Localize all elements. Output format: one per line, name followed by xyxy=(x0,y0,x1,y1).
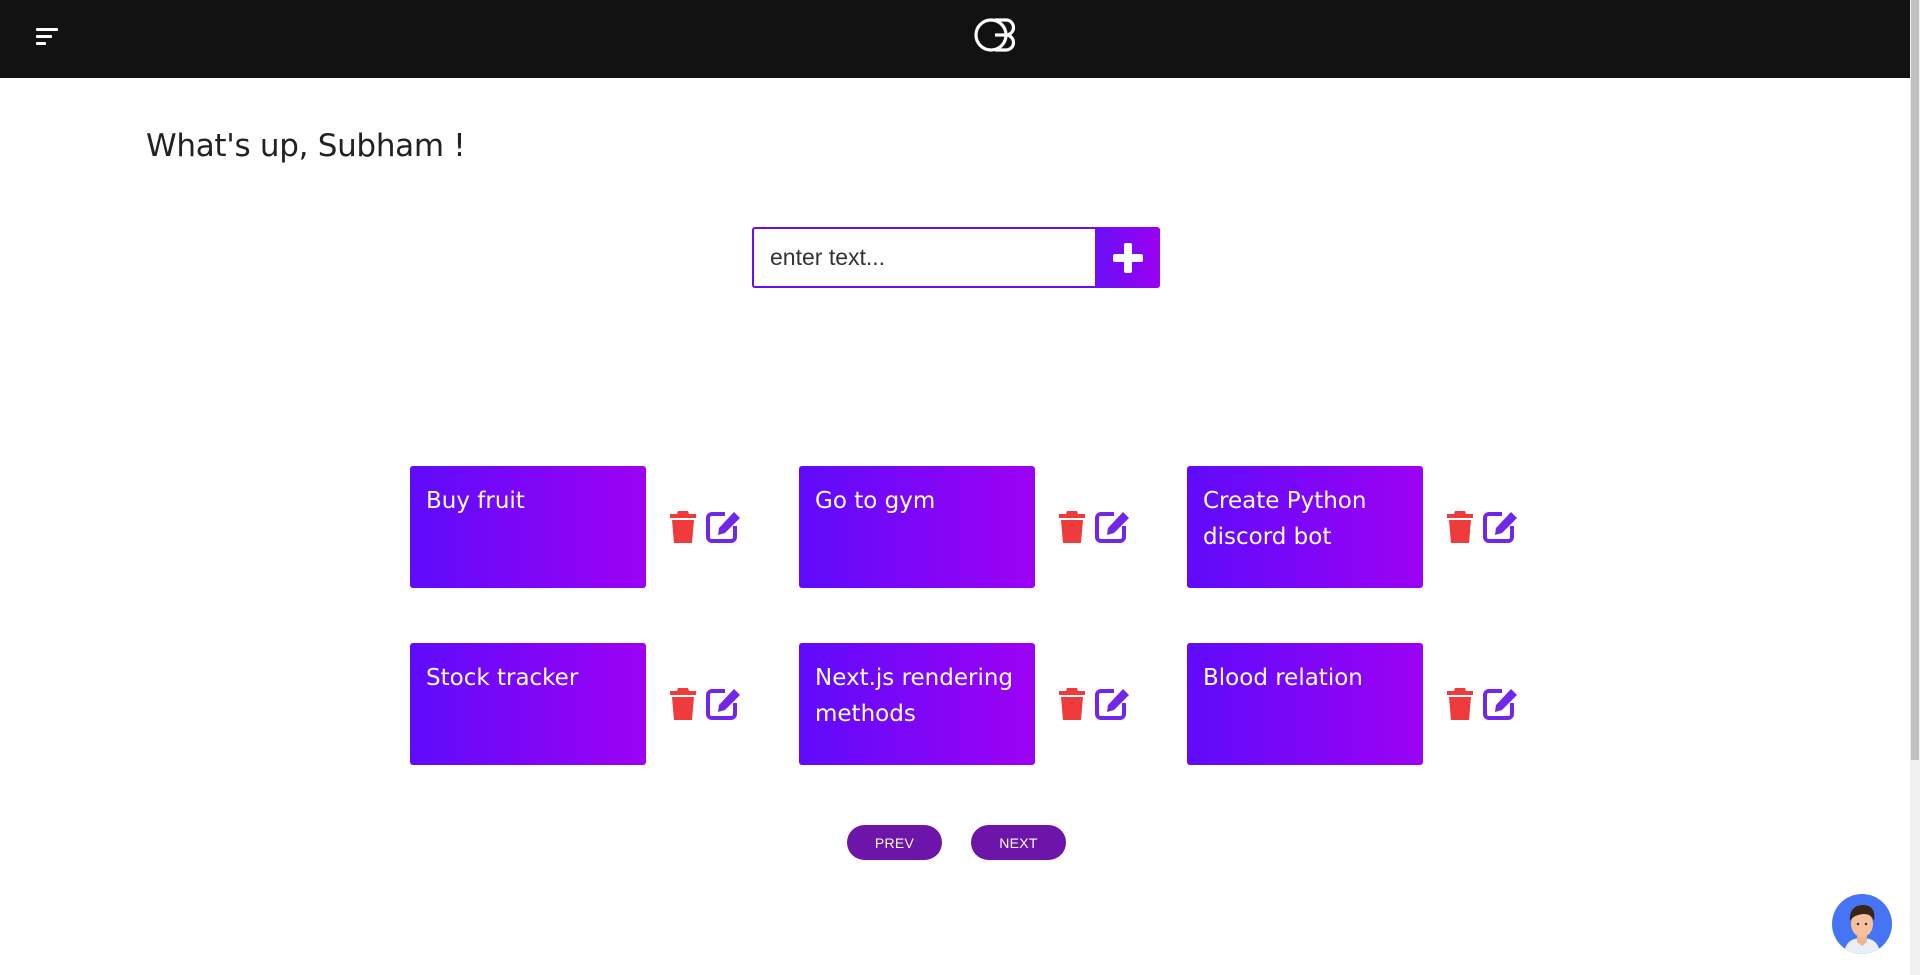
todo-card: Blood relation xyxy=(1187,643,1423,765)
trash-icon[interactable] xyxy=(669,687,697,721)
trash-icon[interactable] xyxy=(1446,510,1474,544)
todo-card: Next.js rendering methods xyxy=(799,643,1035,765)
plus-icon xyxy=(1112,242,1143,273)
todo-card: Buy fruit xyxy=(410,466,646,588)
top-navbar xyxy=(0,0,1910,78)
edit-icon[interactable] xyxy=(705,508,743,544)
edit-icon[interactable] xyxy=(1482,508,1520,544)
edit-icon[interactable] xyxy=(1094,508,1132,544)
hamburger-menu-icon[interactable] xyxy=(36,26,62,46)
edit-icon[interactable] xyxy=(1482,685,1520,721)
page-scrollbar[interactable] xyxy=(1910,0,1920,975)
add-todo-form xyxy=(752,227,1160,288)
todo-card: Go to gym xyxy=(799,466,1035,588)
trash-icon[interactable] xyxy=(1446,687,1474,721)
trash-icon[interactable] xyxy=(1058,687,1086,721)
chat-widget-button[interactable] xyxy=(1832,894,1892,954)
add-todo-button[interactable] xyxy=(1095,227,1160,288)
todo-card: Stock tracker xyxy=(410,643,646,765)
trash-icon[interactable] xyxy=(1058,510,1086,544)
trash-icon[interactable] xyxy=(669,510,697,544)
todo-card: Create Python discord bot xyxy=(1187,466,1423,588)
edit-icon[interactable] xyxy=(1094,685,1132,721)
next-page-button[interactable]: NEXT xyxy=(971,825,1066,860)
edit-icon[interactable] xyxy=(705,685,743,721)
cb-logo-icon[interactable] xyxy=(973,15,1023,55)
greeting-title: What's up, Subham ! xyxy=(146,128,466,164)
prev-page-button[interactable]: PREV xyxy=(847,825,942,860)
user-avatar-icon xyxy=(1844,905,1880,954)
todo-text-input[interactable] xyxy=(752,227,1095,288)
scrollbar-thumb[interactable] xyxy=(1911,0,1919,760)
